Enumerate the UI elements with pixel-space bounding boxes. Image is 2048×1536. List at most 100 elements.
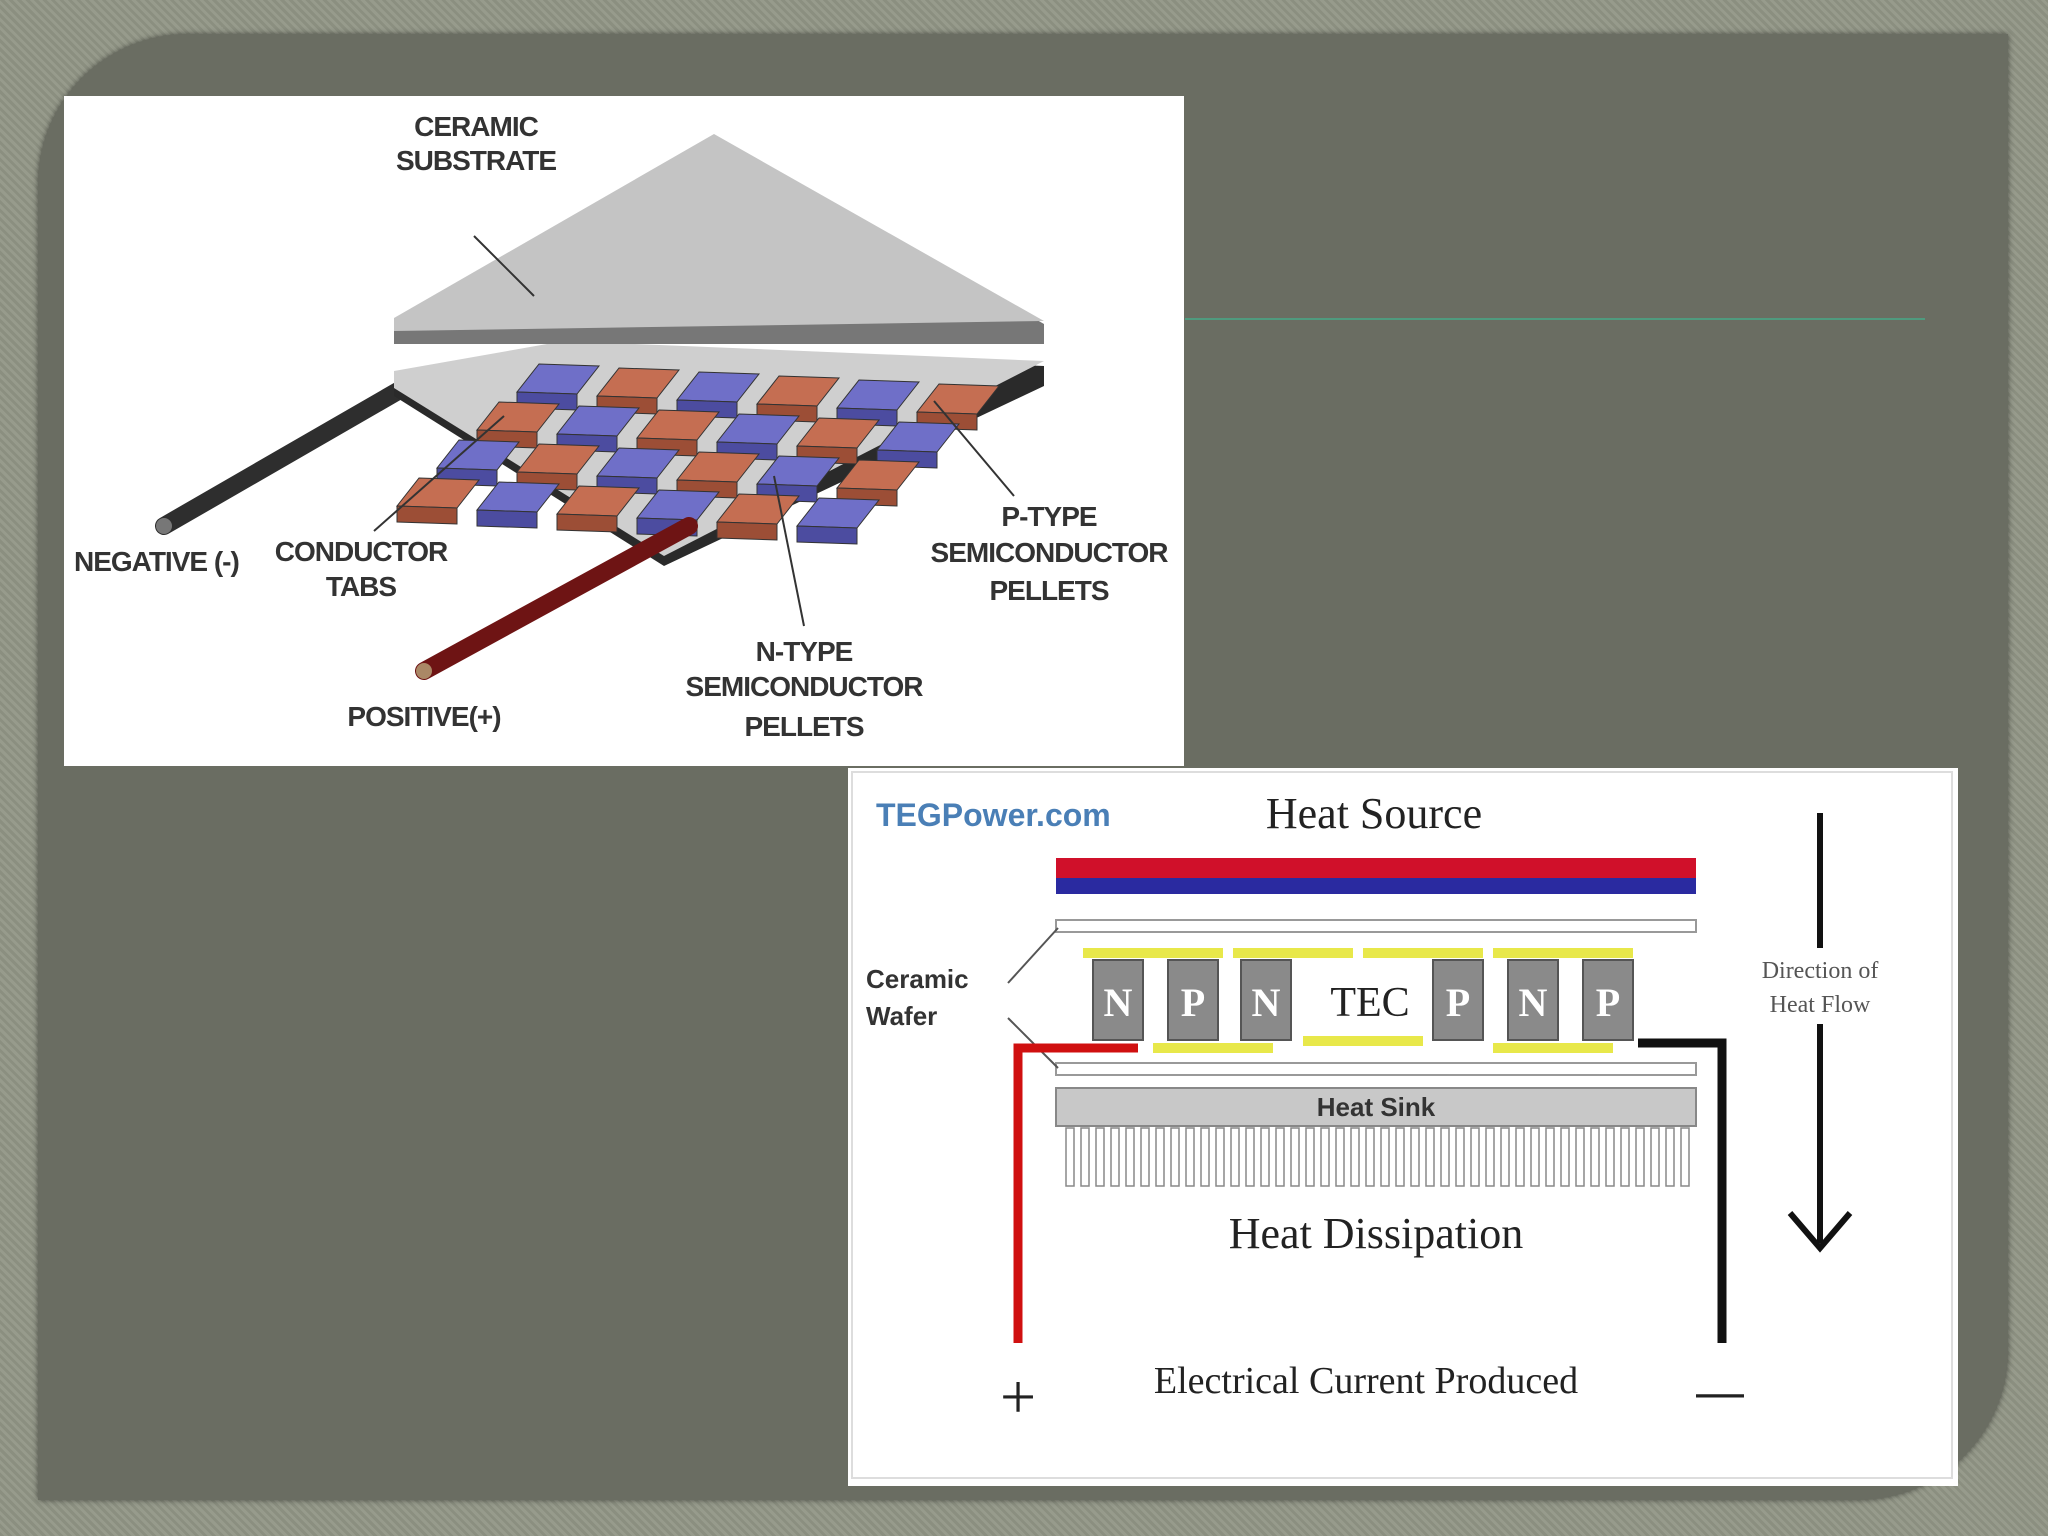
pellet-letter: N [1519,980,1548,1025]
fin [1440,1127,1450,1187]
label-ptype-3: PELLETS [989,575,1108,606]
heat-sink-label: Heat Sink [1317,1092,1436,1122]
top-tab [1363,948,1483,958]
fin [1215,1127,1225,1187]
fin [1110,1127,1120,1187]
leader-ceramic [473,235,535,297]
fin [1305,1127,1315,1187]
p-pellet [1167,959,1219,1041]
fin [1515,1127,1525,1187]
p-pellet [795,497,881,545]
fin [1575,1127,1585,1187]
heat-sink-fins [1065,1127,1690,1187]
heat-dissipation-label: Heat Dissipation [1229,1209,1524,1258]
n-pellet [795,417,881,465]
ceramic-leader-bottom [1007,1017,1059,1069]
leader-conductor [373,415,505,532]
pellet-letter: N [1104,980,1133,1025]
pellet-letter: P [1446,980,1470,1025]
positive-wire-end [416,663,432,679]
fin [1170,1127,1180,1187]
positive-lead [1013,1043,1138,1343]
heat-source-label: Heat Source [1266,789,1482,838]
heat-source-hot-layer [1056,858,1696,878]
fin [1185,1127,1195,1187]
fin [1545,1127,1555,1187]
top-ceramic-wafer [1055,919,1697,933]
p-pellet [475,481,561,529]
pellet-letter: N [1252,980,1281,1025]
teg-border [851,771,1953,1479]
fin [1500,1127,1510,1187]
fin [1485,1127,1495,1187]
label-conductor-1: CONDUCTOR [275,536,448,567]
label-ntype-1: N-TYPE [756,636,853,667]
fin [1410,1127,1420,1187]
ceramic-leader-top [1007,927,1059,984]
fin [1380,1127,1390,1187]
bottom-ceramic-wafer [1055,1062,1697,1076]
fin [1200,1127,1210,1187]
direction-label-2: Heat Flow [1770,992,1871,1018]
fin [1530,1127,1540,1187]
positive-wire [415,517,698,680]
n-pellet [555,485,641,533]
direction-label-1: Direction of [1762,958,1879,984]
fin [1365,1127,1375,1187]
n-pellet [835,459,921,507]
fin [1155,1127,1165,1187]
p-pellet [1582,959,1634,1041]
pellet-letter: P [1181,980,1205,1025]
tec-label: TEC [1330,980,1409,1026]
fin [1245,1127,1255,1187]
fin [1455,1127,1465,1187]
fin [1605,1127,1615,1187]
fin [1095,1127,1105,1187]
heat-sink-plate [1055,1087,1697,1127]
top-substrate [394,134,1044,331]
fin [1335,1127,1345,1187]
n-pellet [1092,959,1144,1041]
fin [1560,1127,1570,1187]
fin [1275,1127,1285,1187]
fin [1080,1127,1090,1187]
fin [1650,1127,1660,1187]
fin [1620,1127,1630,1187]
title-rule [1185,318,1925,320]
top-tab [1493,948,1633,958]
heat-flow-arrow-head [1787,1211,1853,1253]
bottom-tab [1493,1043,1613,1053]
top-tab [1083,948,1223,958]
n-pellet [395,477,481,525]
fin [1635,1127,1645,1187]
n-pellet [1240,959,1292,1041]
fin [1590,1127,1600,1187]
fin [1350,1127,1360,1187]
label-ntype-2: SEMICONDUCTOR [686,671,924,702]
current-label: Electrical Current Produced [1154,1360,1578,1402]
label-positive: POSITIVE(+) [347,701,500,732]
label-ceramic-2: SUBSTRATE [396,145,556,176]
fin [1140,1127,1150,1187]
label-ptype-1: P-TYPE [1001,501,1096,532]
minus-sign: — [1696,1366,1744,1419]
fin [1230,1127,1240,1187]
leader-ptype [933,400,1015,497]
ceramic-label-2: Wafer [866,1001,937,1031]
p-pellet [1432,959,1484,1041]
bottom-tab [1153,1043,1273,1053]
fin [1680,1127,1690,1187]
label-ntype-3: PELLETS [744,711,863,742]
teg-pellet-row: N P N P N P TEC [1083,948,1634,1053]
label-ptype-2: SEMICONDUCTOR [931,537,1169,568]
fin [1320,1127,1330,1187]
p-pellet [875,421,961,469]
negative-wire-end [156,518,172,534]
label-negative: NEGATIVE (-) [74,546,239,577]
ceramic-label-1: Ceramic [866,964,969,994]
p-pellet [755,455,841,503]
fin [1290,1127,1300,1187]
pellet-letter: P [1596,980,1620,1025]
